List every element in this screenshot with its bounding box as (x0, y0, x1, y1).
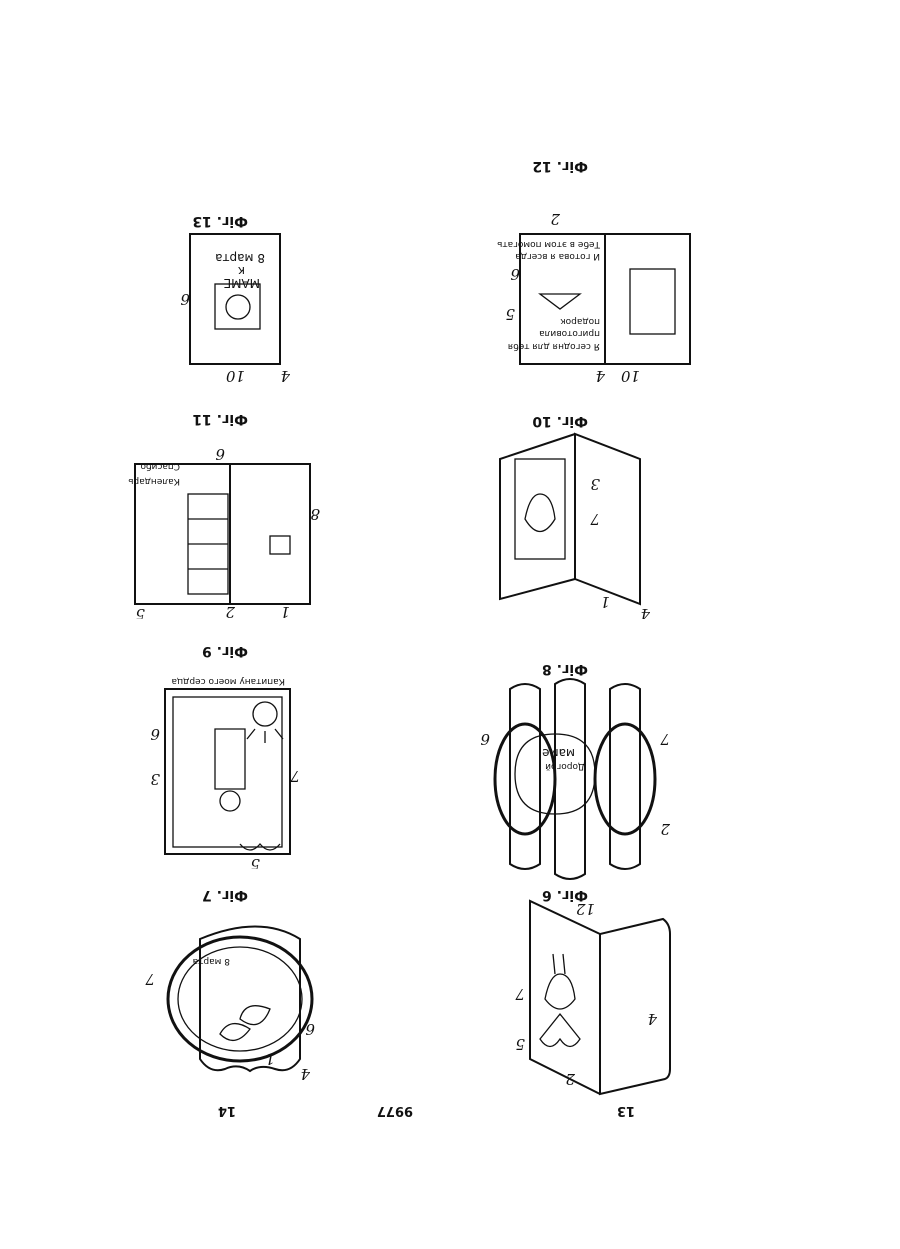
ref-label: 4 (647, 1010, 658, 1028)
ref-label: 2 (225, 603, 236, 619)
ref-label: 8 (310, 505, 320, 523)
card-text: Дорогой (545, 761, 585, 771)
figure-7-drawing: 8 марта 4 1 6 7 (130, 899, 330, 1099)
ref-label: 6 (180, 290, 190, 308)
ref-label: 6 (305, 1020, 315, 1038)
figure-11-caption: Фіг. 11 (192, 411, 248, 427)
ref-label: 6 (510, 265, 520, 283)
page-number-left: 13 (617, 1103, 635, 1118)
card-text: 8 марта (193, 956, 230, 966)
card-text: Капитану моего сердца (172, 676, 285, 686)
ref-label: 4 (280, 367, 290, 385)
figure-8-drawing: Дорогой маме 2 7 6 (475, 669, 675, 884)
ref-label: 7 (290, 767, 300, 785)
figure-6-caption: Фіг. 6 (542, 887, 588, 903)
figure-8-caption: Фіг. 8 (542, 661, 588, 677)
ref-label: 5 (135, 605, 145, 619)
card-text: Спасибо (140, 461, 180, 471)
figure-12-drawing: Я сегодня для тебя приготовила подарок И… (490, 189, 700, 389)
ref-label: 1 (280, 603, 290, 619)
figure-7-caption: Фіг. 7 (202, 887, 248, 903)
ref-label: 2 (550, 210, 561, 228)
ref-label: 6 (480, 730, 490, 748)
ref-label: 7 (660, 730, 670, 748)
patent-number: 9977 (377, 1103, 413, 1118)
figure-9-caption: Фіг. 9 (202, 643, 248, 659)
ref-label: 5 (515, 1035, 525, 1053)
ref-label: 3 (150, 770, 160, 788)
page-number-right: 14 (218, 1103, 236, 1118)
card-text: 8 марта (215, 251, 265, 265)
card-text: маме (542, 746, 575, 760)
card-text: МАМЕ (224, 276, 261, 290)
card-text: Я сегодня для тебя (508, 341, 600, 351)
ref-label: 1 (265, 1050, 275, 1068)
ref-label: 7 (145, 970, 155, 988)
card-text: подарок (560, 316, 600, 326)
figure-12-caption: Фіг. 12 (532, 158, 588, 174)
ref-label: 6 (150, 725, 160, 743)
ref-label: 3 (590, 475, 600, 493)
ref-label: 7 (590, 510, 600, 528)
card-text: приготовила (539, 328, 600, 338)
ref-label: 4 (300, 1065, 311, 1083)
ref-label: 7 (515, 985, 525, 1003)
card-text: Тебе в этом помогать (497, 239, 601, 249)
card-text: И готова я всегда (515, 251, 600, 261)
ref-label: 1 (600, 593, 610, 611)
ref-label: 4 (595, 367, 606, 385)
ref-label: 6 (215, 445, 225, 463)
ref-label: 5 (250, 855, 260, 869)
figure-10-caption: Фіг. 10 (532, 413, 588, 429)
figure-9-drawing: Капитану моего сердца 5 7 3 6 (140, 669, 300, 869)
ref-label: 10 (225, 367, 245, 385)
card-text: Календарь (128, 476, 180, 486)
ref-label: 5 (505, 305, 515, 323)
ref-label: 2 (565, 1070, 576, 1088)
ref-label: 10 (620, 367, 640, 385)
figure-11-drawing: Спасибо Календарь 1 2 5 8 6 (120, 419, 320, 619)
figure-13-caption: Фіг. 13 (192, 213, 248, 229)
ref-label: 2 (660, 820, 671, 838)
ref-label: 4 (640, 605, 651, 619)
figure-6-drawing: 4 2 5 7 12 (475, 899, 675, 1099)
figure-10-drawing: 4 1 7 3 (460, 419, 660, 619)
